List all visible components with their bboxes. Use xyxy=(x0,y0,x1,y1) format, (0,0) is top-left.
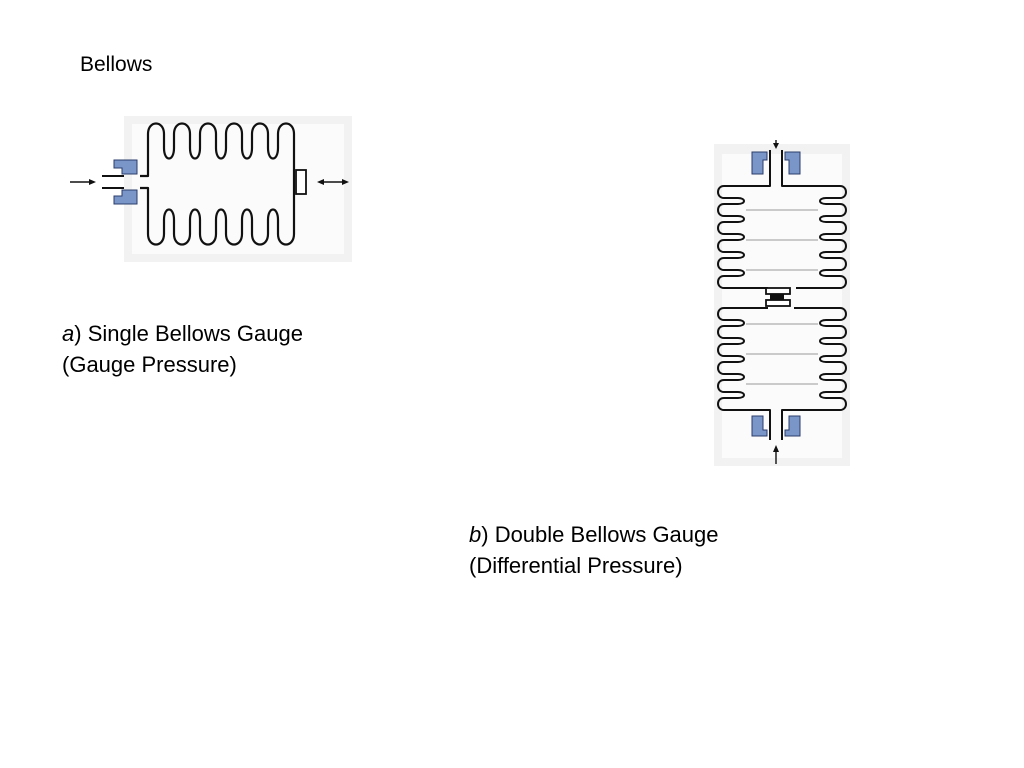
lower-guide-lines xyxy=(746,323,818,385)
caption-subtitle: (Gauge Pressure) xyxy=(62,352,237,377)
bottom-port-arrow xyxy=(773,445,779,464)
caption-title: ) Double Bellows Gauge xyxy=(481,522,719,547)
top-port-arrow xyxy=(773,140,779,149)
caption-subtitle: (Differential Pressure) xyxy=(469,553,683,578)
end-cap xyxy=(295,169,307,195)
upper-bellows-outline xyxy=(717,180,847,289)
upper-guide-lines xyxy=(746,209,818,271)
slide-title: Bellows xyxy=(80,53,153,76)
lower-bellows-outline xyxy=(717,307,847,418)
top-fitting xyxy=(751,150,801,180)
inlet-arrow xyxy=(70,179,96,185)
caption-letter: a xyxy=(62,321,75,346)
caption-single-bellows: a) Single Bellows Gauge (Gauge Pressure) xyxy=(62,318,303,380)
bottom-fitting xyxy=(751,415,801,440)
bellows-outline xyxy=(140,122,296,246)
caption-title: ) Single Bellows Gauge xyxy=(74,321,303,346)
output-arrow xyxy=(317,179,349,185)
caption-letter: b xyxy=(469,522,482,547)
caption-double-bellows: b) Double Bellows Gauge (Differential Pr… xyxy=(469,519,719,581)
center-connector xyxy=(765,287,791,307)
double-bellows-diagram xyxy=(712,140,852,470)
single-bellows-diagram xyxy=(62,112,354,266)
inlet-fitting xyxy=(102,159,138,205)
